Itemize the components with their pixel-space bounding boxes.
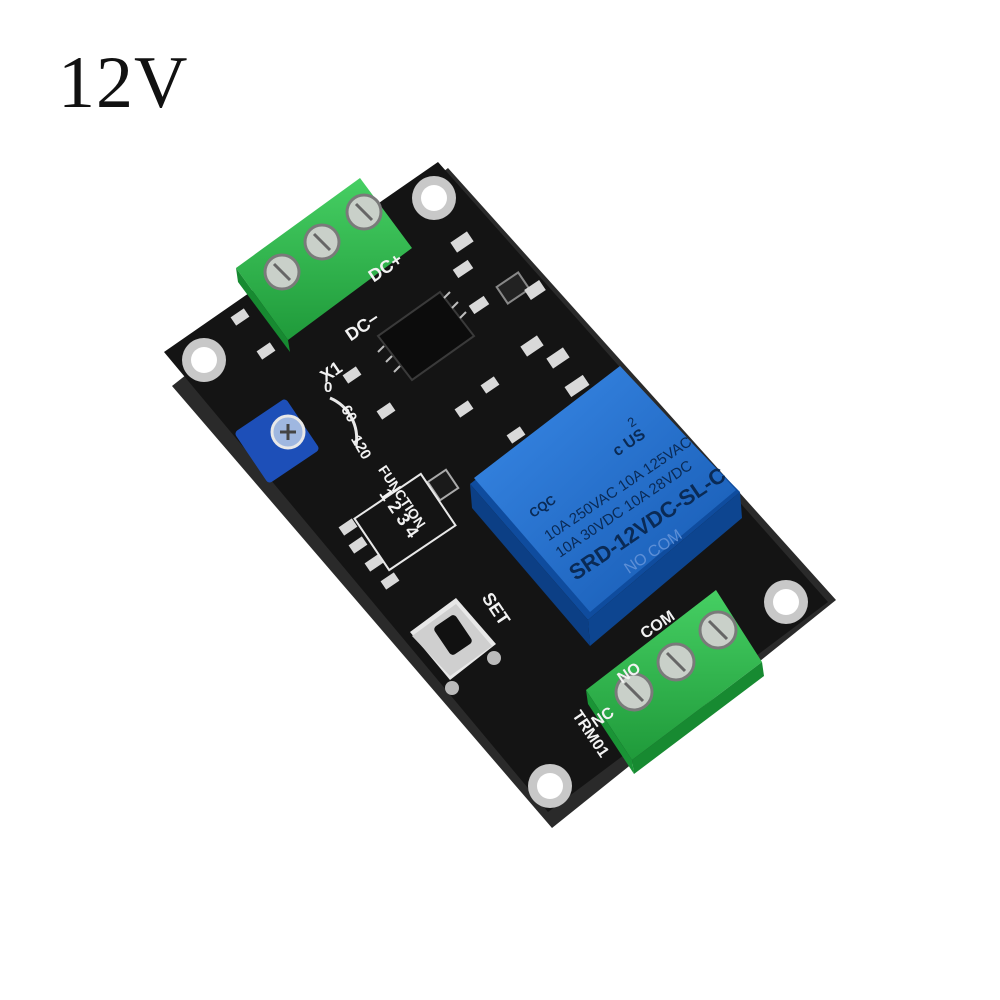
- output-terminal-block: [586, 590, 764, 774]
- relay: [470, 366, 742, 646]
- voltage-label: 12V: [58, 42, 189, 124]
- set-button: [410, 598, 501, 695]
- ic-chip: [376, 290, 476, 382]
- smd-components: [230, 231, 590, 590]
- potentiometer: [235, 399, 319, 483]
- mounting-holes: [182, 176, 808, 808]
- pot-tick-60: 60: [337, 402, 360, 425]
- input-terminal-block: [236, 178, 412, 352]
- pot-tick-0: 0: [324, 379, 332, 396]
